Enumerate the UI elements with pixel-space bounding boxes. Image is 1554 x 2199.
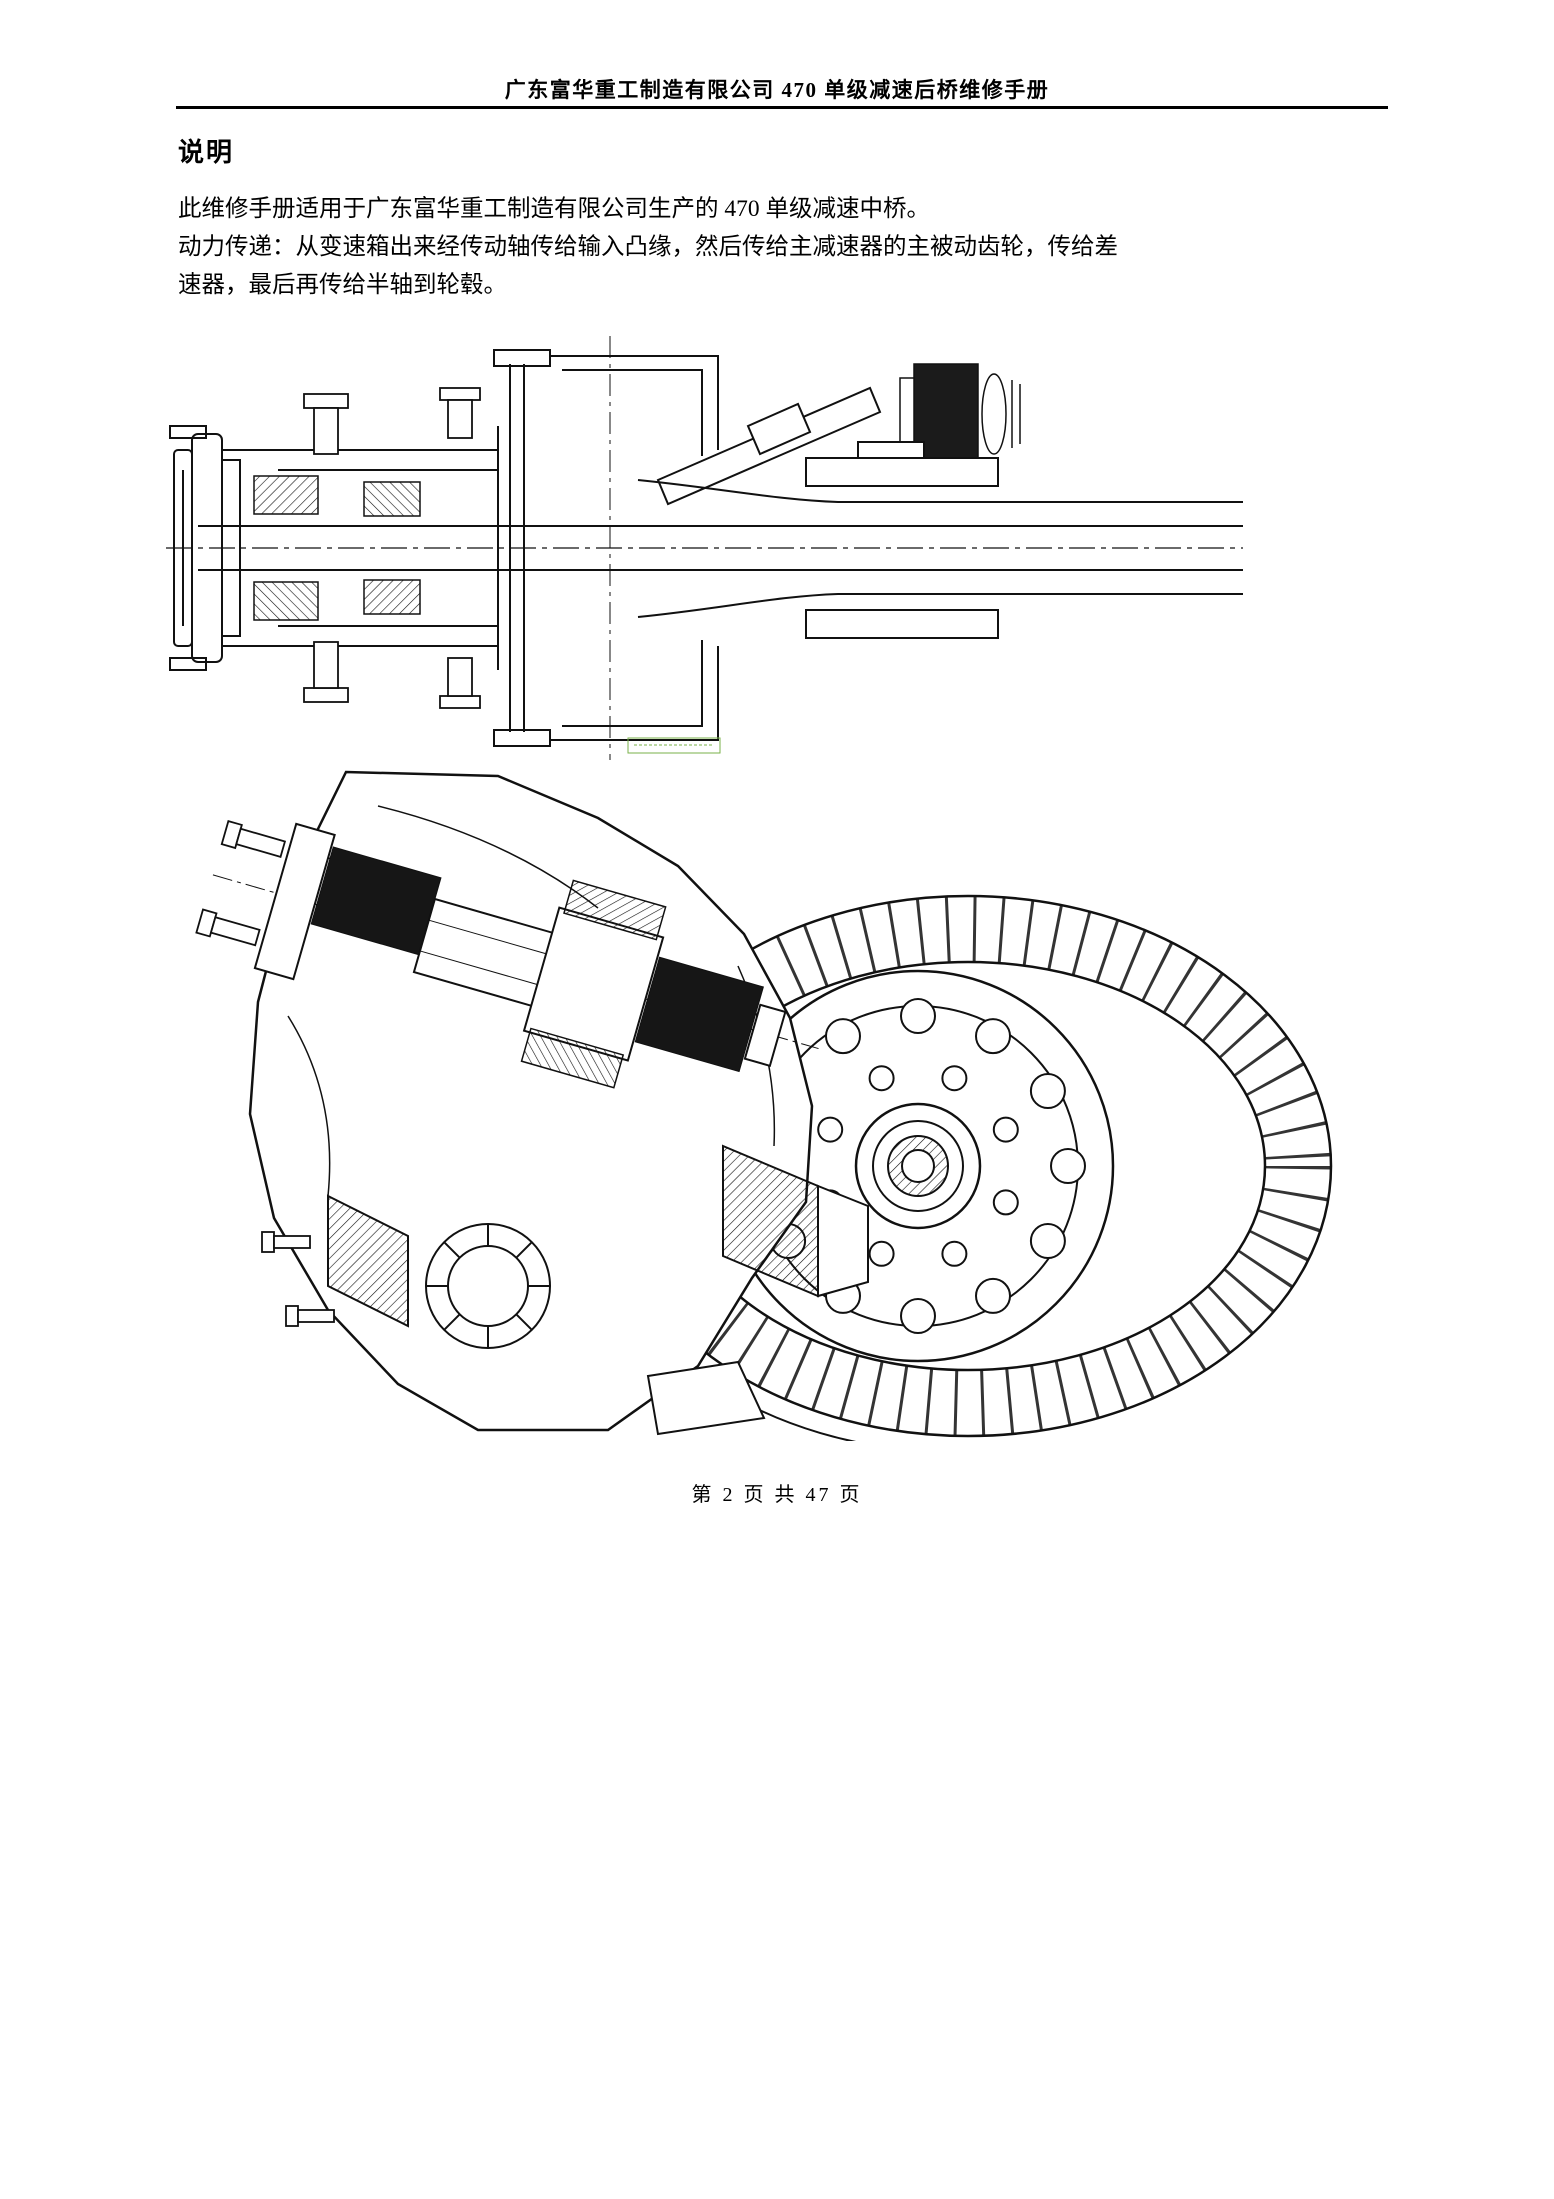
body-paragraph-1: 此维修手册适用于广东富华重工制造有限公司生产的 470 单级减速中桥。 bbox=[178, 196, 930, 222]
figure-axle-cross-section-drawing bbox=[166, 336, 1243, 760]
figure2-mount-bracket bbox=[646, 1360, 766, 1436]
figure2-lower-left-details bbox=[261, 1194, 409, 1328]
figure2-pinion-shaft-group bbox=[195, 819, 819, 1089]
header-rule bbox=[176, 106, 1388, 109]
figure1-brake-backing-plate bbox=[493, 349, 551, 747]
figure1-centerlines bbox=[166, 336, 1243, 760]
figure1-brake-drum bbox=[550, 355, 719, 741]
figure1-hub-bearings bbox=[253, 475, 421, 621]
body-text-block: 此维修手册适用于广东富华重工制造有限公司生产的 470 单级减速中桥。 动力传递… bbox=[178, 190, 1394, 304]
figure2-bevel-pinion bbox=[722, 1144, 869, 1298]
figure1-camshaft-spline bbox=[899, 363, 1021, 465]
document-header-title: 广东富华重工制造有限公司 470 单级减速后桥维修手册 bbox=[504, 78, 1050, 102]
figure1-cam-bracket bbox=[656, 386, 882, 506]
figure1-green-stamp bbox=[627, 737, 721, 754]
figure2-inner-bolt-circle bbox=[817, 1065, 1019, 1267]
figure1-wheel-hub-flange bbox=[169, 425, 241, 671]
figure1-wheel-studs bbox=[303, 387, 481, 709]
body-paragraph-2: 动力传递：从变速箱出来经传动轴传给输入凸缘，然后传给主减速器的主被动齿轮，传给差… bbox=[178, 234, 1118, 298]
page-number: 第 2 页 共 47 页 bbox=[691, 1484, 863, 1506]
figure-final-drive-assembly-drawing bbox=[195, 770, 1333, 1441]
figure2-bearing-cap bbox=[425, 1223, 551, 1349]
figure2-differential-hub bbox=[854, 1102, 982, 1230]
section-heading: 说明 bbox=[178, 138, 235, 167]
figure1-hub-body bbox=[198, 426, 678, 670]
figure2-ring-gear bbox=[590, 894, 1333, 1441]
figure1-axle-housing bbox=[637, 441, 1243, 639]
